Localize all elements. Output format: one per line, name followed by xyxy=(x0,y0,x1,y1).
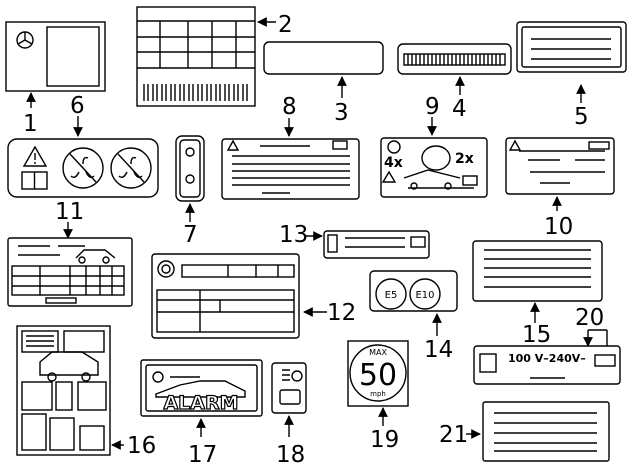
label-20 xyxy=(473,329,621,385)
label-21 xyxy=(466,401,610,462)
callout-14: 14 xyxy=(424,337,453,363)
label-5 xyxy=(516,21,627,103)
callout-19: 19 xyxy=(370,427,399,453)
callout-6: 6 xyxy=(70,93,85,119)
callout-10: 10 xyxy=(544,214,573,240)
callout-20: 20 xyxy=(575,305,604,331)
callout-15: 15 xyxy=(522,322,551,348)
label-10 xyxy=(505,137,615,211)
label-14 xyxy=(369,270,458,336)
callout-12: 12 xyxy=(327,300,356,326)
callout-2: 2 xyxy=(278,12,293,38)
label-19-value: 50 xyxy=(359,358,397,393)
label-19-max: MAX xyxy=(369,348,387,357)
label-18 xyxy=(271,362,307,437)
label-13 xyxy=(305,230,430,259)
callout-3: 3 xyxy=(334,100,349,126)
callout-8: 8 xyxy=(282,94,297,120)
callout-9: 9 xyxy=(425,94,440,120)
callout-1: 1 xyxy=(23,111,38,137)
label-12 xyxy=(151,253,327,339)
label-11 xyxy=(7,222,133,307)
label-6 xyxy=(7,116,159,198)
callout-11: 11 xyxy=(55,199,84,225)
label-9-2x: 2x xyxy=(455,151,474,167)
label-19-unit: mph xyxy=(370,390,386,398)
callout-18: 18 xyxy=(276,442,305,468)
label-19 xyxy=(347,340,409,426)
label-15 xyxy=(472,240,603,323)
label-4 xyxy=(397,43,512,95)
label-17 xyxy=(140,359,263,437)
callout-16: 16 xyxy=(127,433,156,459)
callout-4: 4 xyxy=(452,96,467,122)
callout-5: 5 xyxy=(574,104,589,130)
label-14-e5: E5 xyxy=(385,290,398,301)
label-8 xyxy=(221,118,360,200)
callout-7: 7 xyxy=(183,222,198,248)
label-9-4x: 4x xyxy=(384,155,403,171)
callout-13: 13 xyxy=(279,222,308,248)
label-17-alarm: ALARM xyxy=(163,392,238,414)
callout-21: 21 xyxy=(439,422,468,448)
label-16 xyxy=(16,325,124,456)
label-7 xyxy=(175,135,205,222)
label-2 xyxy=(136,6,276,107)
label-3 xyxy=(263,41,384,98)
label-20-voltage: 100 V–240V– xyxy=(508,352,586,365)
callout-numbers: 1 2 3 4 5 6 7 8 9 10 11 12 13 14 15 16 1… xyxy=(23,12,604,468)
label-texts: 4x 2x E5 E10 ALARM MAX 50 mph 100 V–240V… xyxy=(163,151,586,415)
callout-17: 17 xyxy=(188,442,217,468)
label-14-e10: E10 xyxy=(415,290,434,301)
label-1 xyxy=(5,21,106,108)
label-9 xyxy=(380,117,488,198)
